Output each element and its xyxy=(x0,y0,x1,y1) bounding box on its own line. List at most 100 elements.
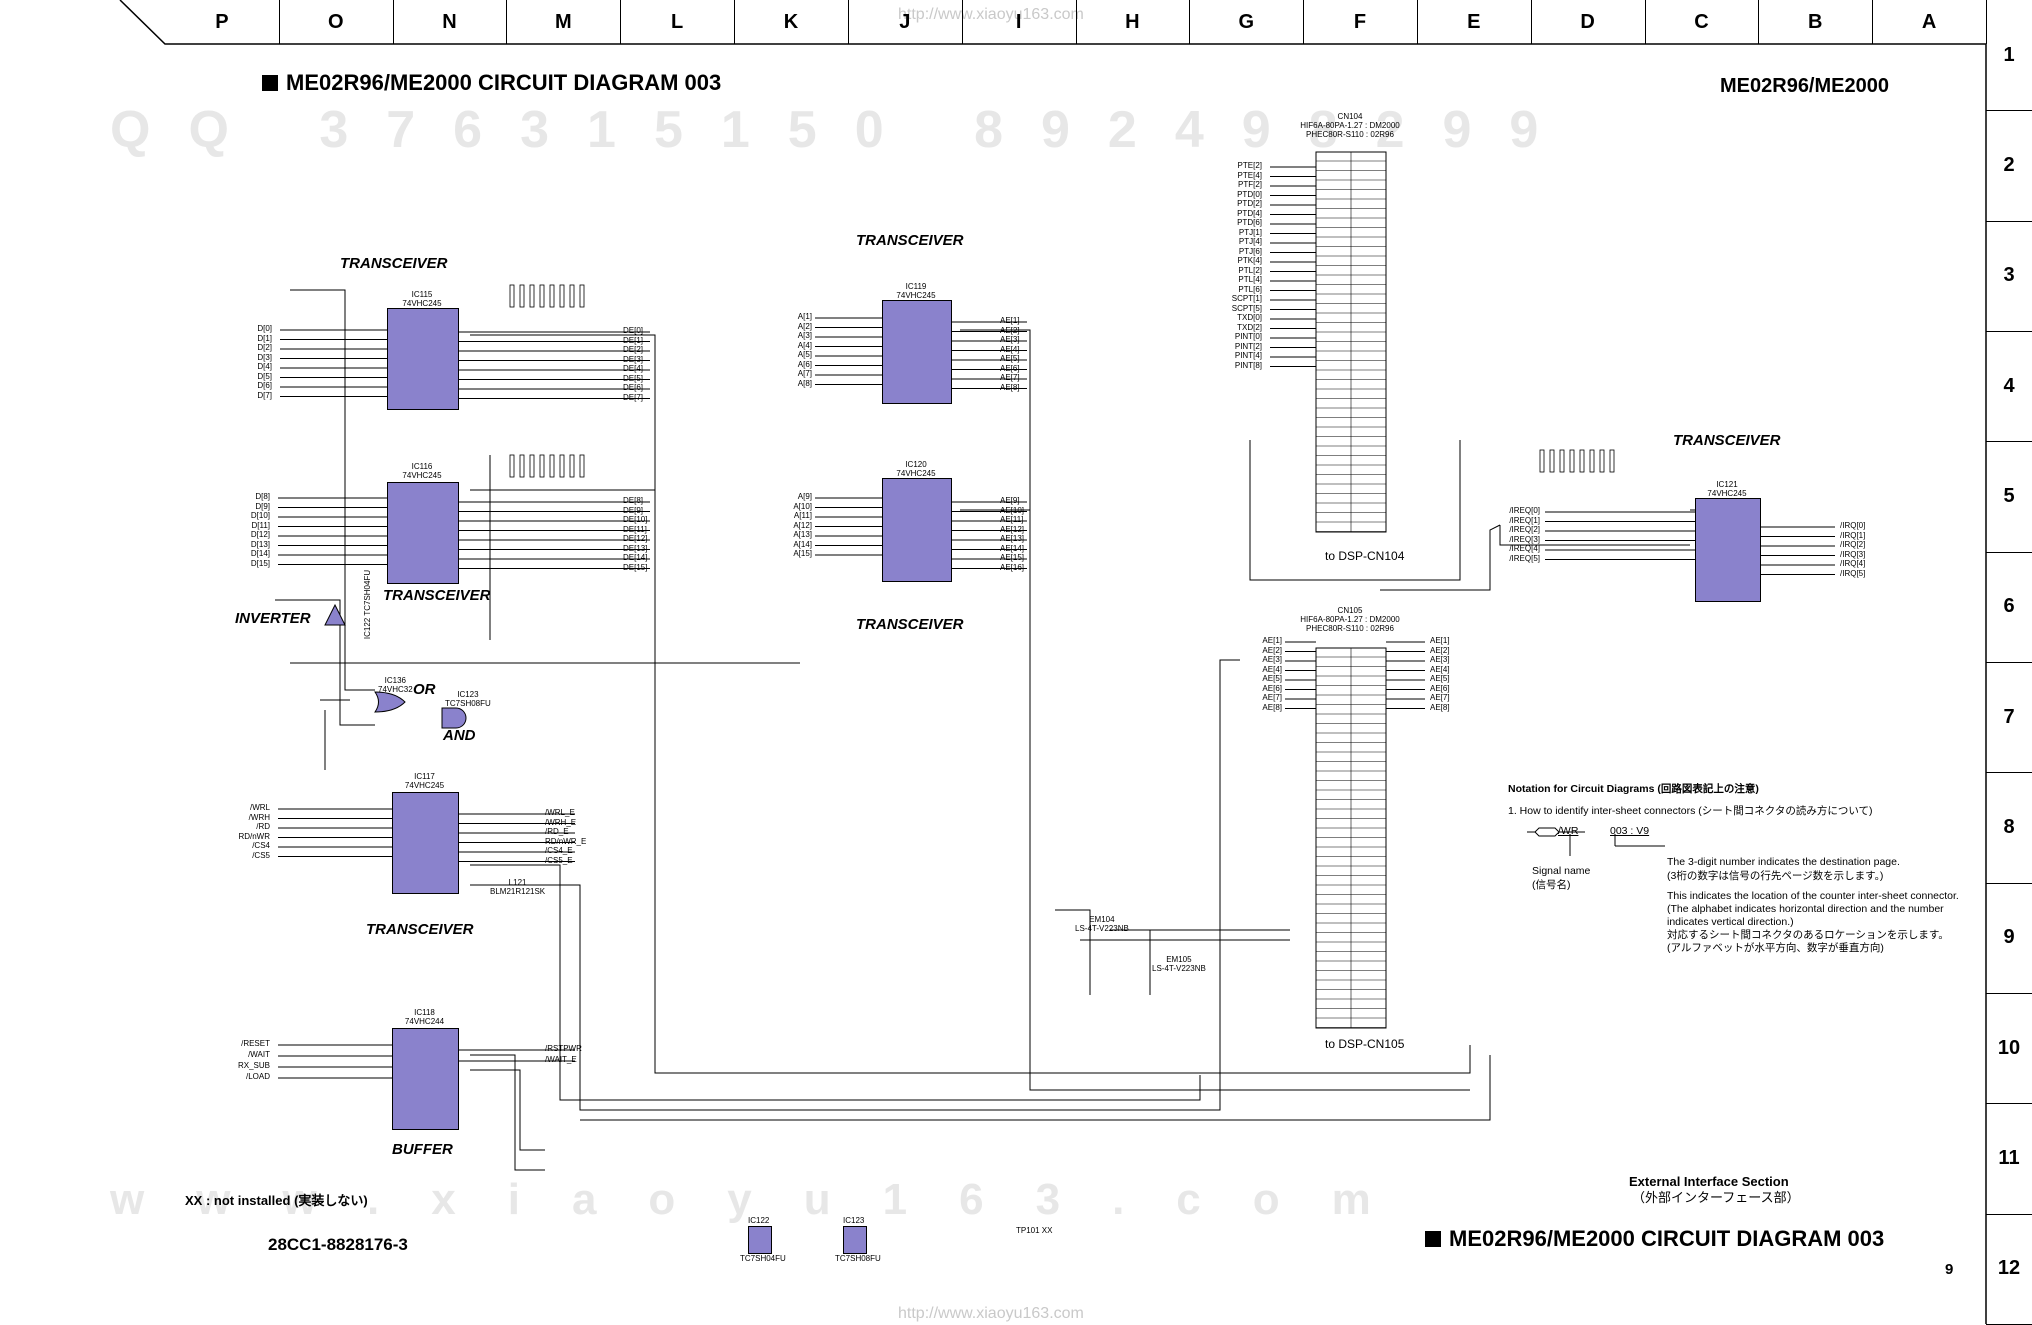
signal-label-buffer-in: /LOAD xyxy=(245,1072,270,1081)
row-9: 9 xyxy=(1986,883,2032,994)
not-installed-note: XX : not installed (実装しない) xyxy=(185,1193,368,1208)
row-1: 1 xyxy=(1986,0,2032,112)
signal-label-a: A[1] xyxy=(797,312,812,321)
signal-label-irq: /IRQ[3] xyxy=(1840,549,1866,559)
notation-line-5: 対応するシート間コネクタのあるロケーションを示します。 xyxy=(1667,929,1949,941)
tp101-label: TP101 XX xyxy=(1016,1226,1053,1235)
column-k: K xyxy=(734,0,849,44)
signal-label-d: D[11] xyxy=(251,520,270,530)
signal-label-a: A[4] xyxy=(797,340,812,350)
signal-label-ae-cn: AE[8] xyxy=(1262,702,1282,712)
signal-label-ae-cn: AE[1] xyxy=(1430,636,1450,645)
signal-label-ae: AE[6] xyxy=(1000,363,1020,373)
watermark-url-bottom[interactable]: http://www.xiaoyu163.com xyxy=(898,1305,1084,1322)
signal-label-ae: AE[5] xyxy=(1000,354,1020,363)
notation-dest-example: 003 : V9 xyxy=(1610,825,1650,837)
signal-label-de: DE[6] xyxy=(623,383,644,392)
column-a: A xyxy=(1872,0,1987,44)
signal-label-port: PTL[6] xyxy=(1238,284,1262,294)
signal-label-ae: AE[8] xyxy=(1000,382,1020,392)
column-i: I xyxy=(962,0,1077,44)
notation-line-1: The 3-digit number indicates the destina… xyxy=(1667,856,1900,868)
watermark-url-top[interactable]: http://www.xiaoyu163.com xyxy=(898,6,1084,23)
ic122-ref-label: IC122 xyxy=(748,1216,770,1225)
signal-label-ae: AE[9] xyxy=(1000,496,1020,505)
section-name: External Interface Section xyxy=(1629,1174,1789,1189)
row-7: 7 xyxy=(1986,662,2032,774)
signal-label-a: A[5] xyxy=(797,350,812,359)
signal-label-a: A[12] xyxy=(793,520,812,530)
signal-label-ae-cn: AE[2] xyxy=(1262,645,1282,655)
signal-label-control-e: /RD_E xyxy=(545,827,569,836)
signal-label-a: A[10] xyxy=(793,501,812,511)
signal-label-ae-cn: AE[5] xyxy=(1262,674,1282,683)
transceiver-label-5: TRANSCEIVER xyxy=(856,616,964,633)
signal-label-de: DE[11] xyxy=(623,524,647,534)
ic120-chip xyxy=(882,478,952,582)
footer-title: ME02R96/ME2000 CIRCUIT DIAGRAM 003 xyxy=(1425,1228,1884,1250)
signal-label-d: D[14] xyxy=(250,549,270,558)
notation-signal-name: Signal name xyxy=(1532,865,1591,877)
and-gate-icon xyxy=(441,707,467,729)
column-p: P xyxy=(165,0,280,44)
signal-label-a: A[3] xyxy=(797,331,812,340)
signal-label-port: PTJ[6] xyxy=(1238,246,1262,256)
signal-label-control-e: RD/nWR_E xyxy=(545,836,587,846)
signal-label-irq: /IRQ[1] xyxy=(1840,530,1866,540)
signal-label-de: DE[13] xyxy=(623,543,648,553)
signal-label-port: PINT[8] xyxy=(1234,360,1262,370)
footer-square-icon xyxy=(1425,1231,1441,1247)
signal-label-ireq: /IREQ[3] xyxy=(1509,534,1540,544)
signal-label-a: A[8] xyxy=(797,378,812,388)
column-o: O xyxy=(279,0,394,44)
page-title: ME02R96/ME2000 CIRCUIT DIAGRAM 003 xyxy=(262,72,721,94)
row-2: 2 xyxy=(1986,110,2032,222)
column-l: L xyxy=(620,0,736,44)
section-name-jp: （外部インターフェース部） xyxy=(1632,1190,1800,1205)
signal-label-port: PTF[2] xyxy=(1237,180,1262,189)
signal-label-ireq: /IREQ[1] xyxy=(1509,515,1540,525)
signal-label-ae: AE[2] xyxy=(1000,325,1020,335)
signal-label-port: SCPT[1] xyxy=(1231,294,1262,303)
row-3: 3 xyxy=(1986,221,2032,332)
cn105-destination: to DSP-CN105 xyxy=(1325,1037,1405,1051)
title-square-icon xyxy=(262,75,278,91)
signal-label-control: /RD xyxy=(256,822,270,831)
signal-label-a: A[14] xyxy=(793,539,812,549)
signal-label-a: A[11] xyxy=(793,511,812,520)
notation-line-6: (アルファベットが水平方向、数字が垂直方向) xyxy=(1667,942,1884,954)
signal-label-ae: AE[10] xyxy=(1000,505,1025,515)
signal-label-de: DE[9] xyxy=(623,505,644,515)
signal-label-d: D[13] xyxy=(250,539,270,549)
signal-label-de: DE[12] xyxy=(623,534,648,543)
column-e: E xyxy=(1417,0,1532,44)
notation-item-1: 1. How to identify inter-sheet connector… xyxy=(1508,805,1873,817)
inverter-gate-icon xyxy=(324,603,346,626)
signal-label-ireq: /IREQ[5] xyxy=(1509,553,1540,563)
transceiver-label-4: TRANSCEIVER xyxy=(856,232,964,249)
column-j: J xyxy=(848,0,963,44)
signal-label-ireq: /IREQ[0] xyxy=(1509,506,1540,515)
signal-label-buffer-out: /RSTPWR xyxy=(545,1044,582,1053)
signal-label-de: DE[8] xyxy=(623,496,644,505)
signal-label-ae-cn: AE[7] xyxy=(1430,693,1450,702)
signal-label-control-e: /WRH_E xyxy=(545,817,577,827)
signal-label-ae: AE[7] xyxy=(1000,373,1020,382)
column-d: D xyxy=(1531,0,1646,44)
notation-line-4: indicates vertical direction.) xyxy=(1667,916,1794,928)
signal-label-d: D[9] xyxy=(255,501,270,511)
signal-label-control: RD/nWR xyxy=(238,831,270,841)
signal-label-d: D[4] xyxy=(257,362,272,371)
signal-label-port: PINT[4] xyxy=(1234,351,1262,360)
page-number: 9 xyxy=(1945,1261,1954,1278)
watermark-qq: QQ 376315150 892498299 xyxy=(110,101,1577,159)
or-label: OR xyxy=(413,681,436,698)
signal-label-de: DE[10] xyxy=(623,515,648,524)
